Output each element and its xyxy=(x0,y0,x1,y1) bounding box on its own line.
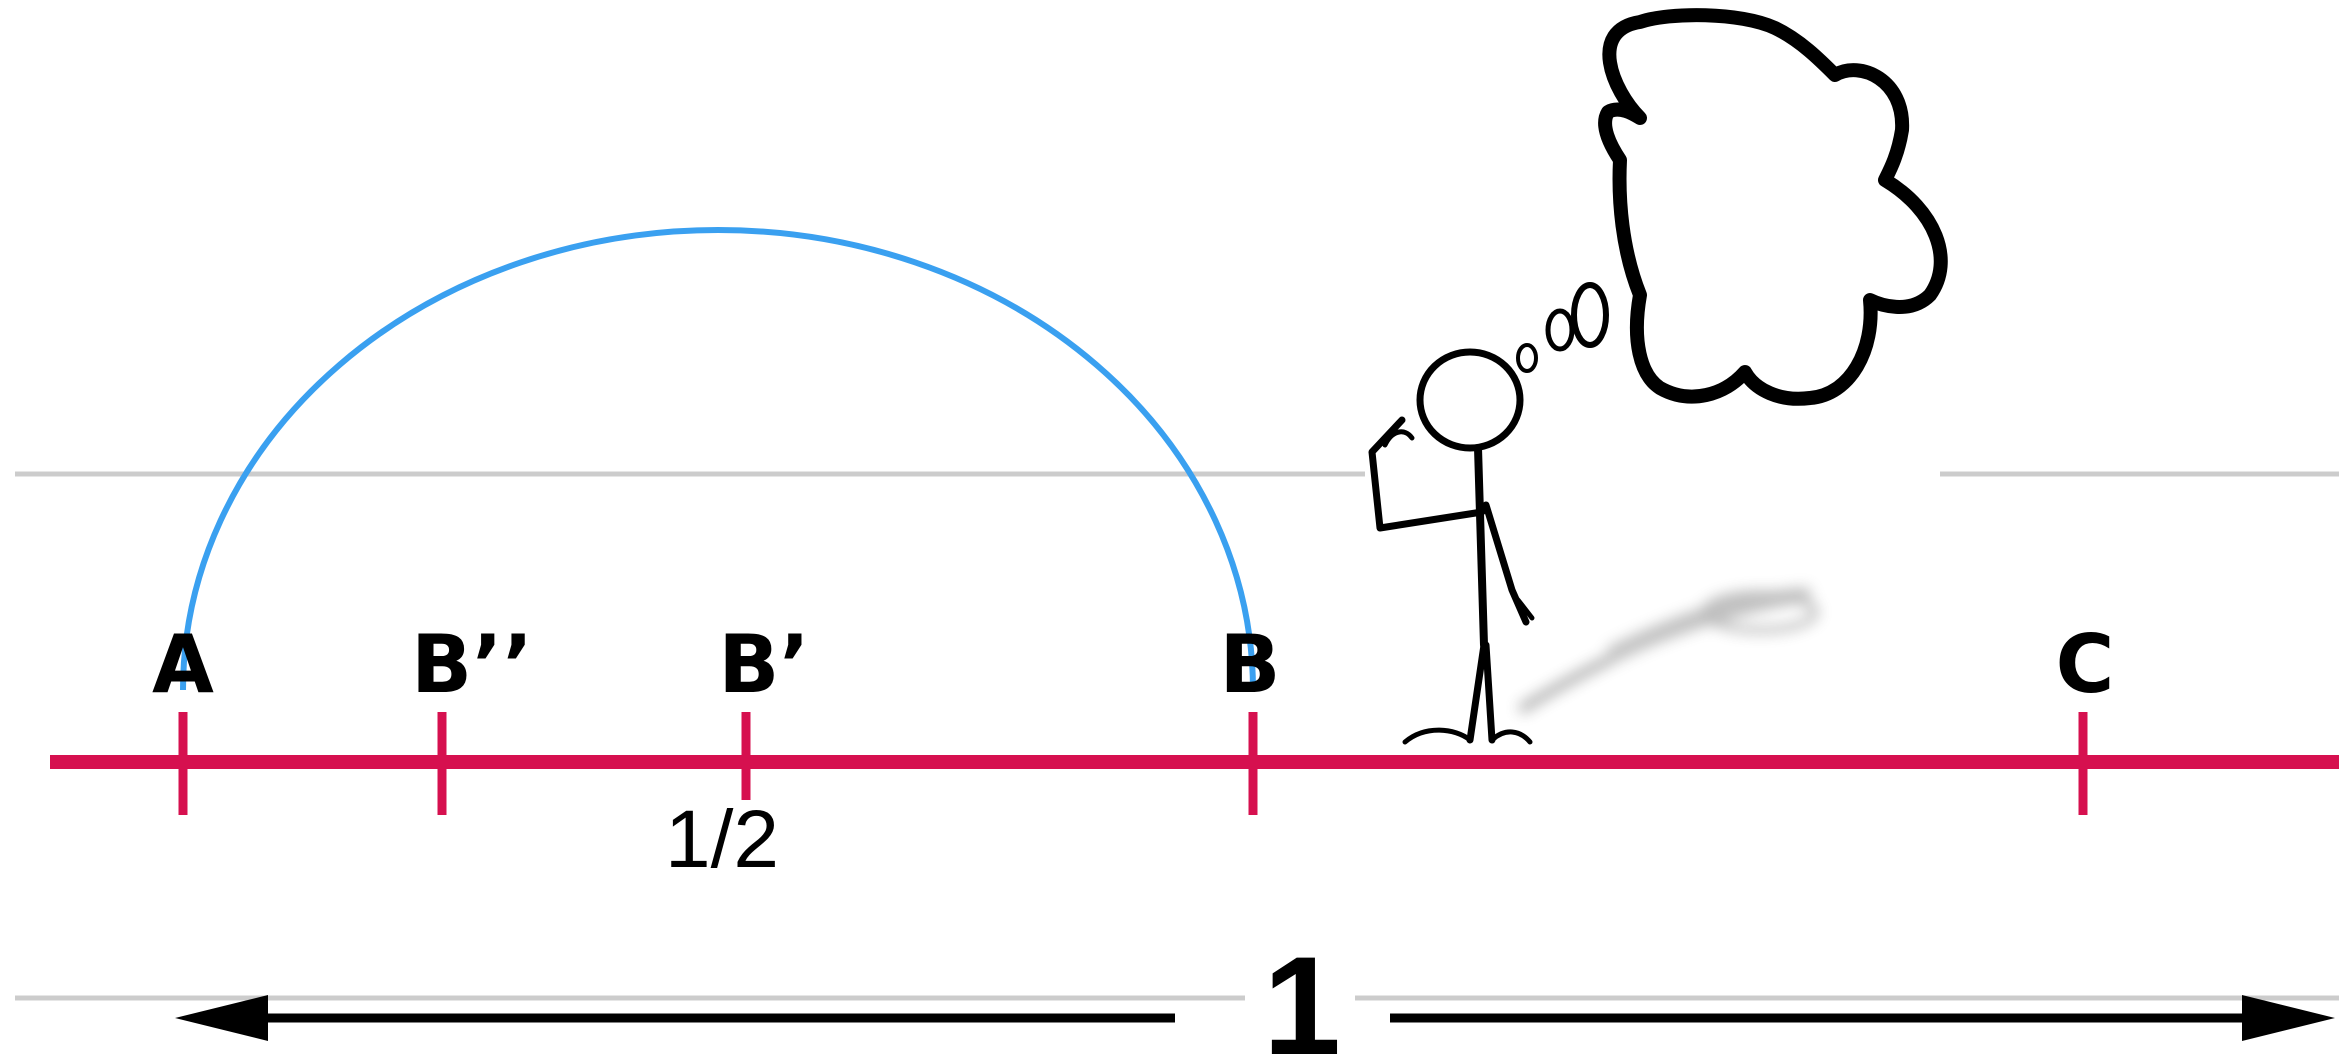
unit-label: 1 xyxy=(1263,927,1341,1060)
half-label: 1/2 xyxy=(665,794,779,885)
unit-arrow-right-head xyxy=(2242,995,2335,1041)
jump-arc xyxy=(180,227,1256,691)
unit-label-backdrop xyxy=(1245,960,1355,1060)
label-C: C xyxy=(2056,618,2115,711)
label-B-double-prime: B’’ xyxy=(411,618,533,711)
label-A: A xyxy=(152,618,214,711)
label-B-prime: B’ xyxy=(718,618,809,711)
thought-bubble-icon xyxy=(1516,8,1948,406)
half-label-backdrop xyxy=(650,800,798,878)
unit-arrow-left-head xyxy=(175,995,268,1041)
label-B: B xyxy=(1220,618,1281,711)
jump-motion-blur-icon xyxy=(1517,587,1819,715)
stick-figure-icon xyxy=(1368,348,1535,745)
